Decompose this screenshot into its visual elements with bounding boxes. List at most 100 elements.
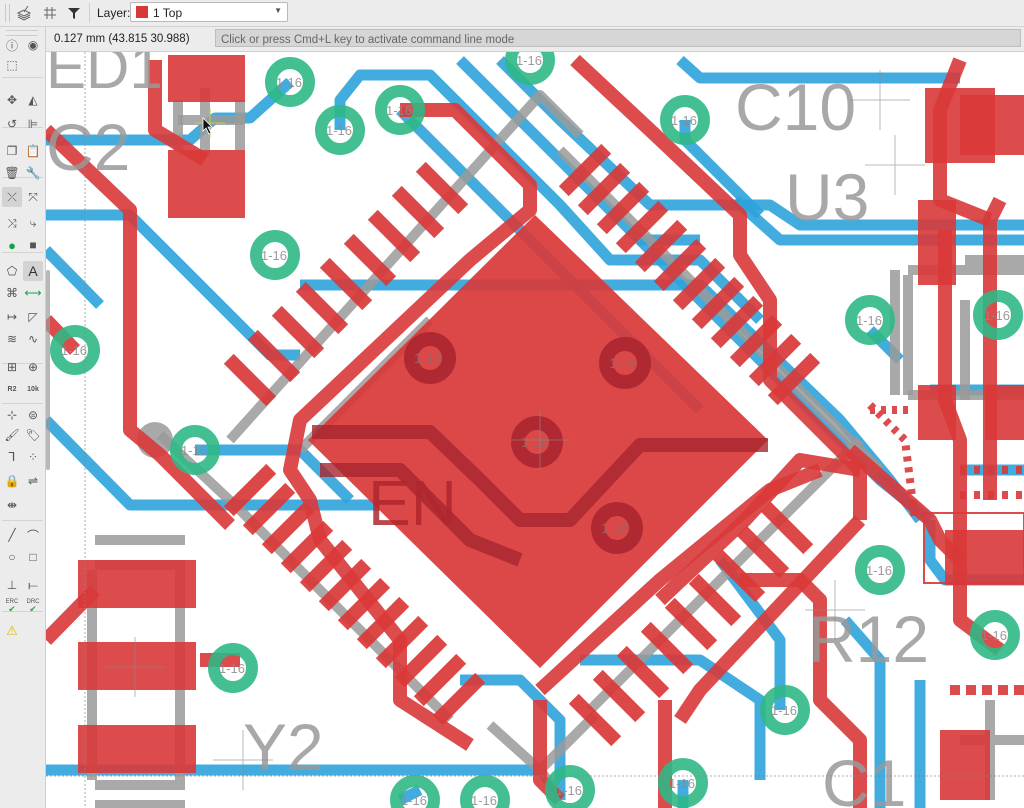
command-line[interactable] bbox=[215, 29, 1021, 48]
qfn-pad bbox=[653, 238, 707, 292]
align-icon[interactable]: ⊫ bbox=[27, 117, 39, 131]
via-label: 1-16 bbox=[414, 350, 442, 366]
sidebar-separator bbox=[2, 520, 43, 521]
origin-cross bbox=[510, 410, 570, 470]
via bbox=[375, 85, 425, 135]
errors-icon[interactable]: ⚠ bbox=[6, 623, 18, 638]
wire-icon[interactable]: ⟷ bbox=[24, 286, 42, 300]
meander-icon[interactable]: ⤷ bbox=[29, 215, 37, 230]
wrench-icon[interactable]: 🔧 bbox=[25, 166, 41, 180]
qfn-pad bbox=[672, 257, 726, 311]
via bbox=[545, 765, 595, 808]
layers-icon[interactable] bbox=[14, 3, 34, 23]
rectangle-icon[interactable]: □ bbox=[29, 550, 37, 564]
bottom-trace bbox=[46, 246, 104, 309]
paint-icon[interactable]: ⅂ bbox=[8, 450, 16, 464]
split-wire-icon[interactable]: ⇼ bbox=[6, 498, 18, 512]
circle-icon[interactable]: ○ bbox=[8, 550, 16, 564]
part-name-label: C10 bbox=[735, 70, 856, 144]
qfn-pad bbox=[767, 352, 821, 406]
tag-icon[interactable]: 🏷 bbox=[25, 428, 41, 442]
smash-icon[interactable]: ⊹ bbox=[6, 408, 18, 422]
split-icon[interactable]: ≋ bbox=[6, 332, 18, 346]
lock-icon[interactable]: 🔒 bbox=[4, 474, 20, 488]
mark-icon[interactable]: ⊥ bbox=[6, 578, 18, 592]
toolbar-grip[interactable] bbox=[5, 4, 10, 22]
line-icon[interactable]: ╱ bbox=[8, 528, 16, 542]
bottom-trace bbox=[397, 785, 423, 805]
qfn-pad bbox=[247, 329, 301, 383]
filter-icon[interactable] bbox=[64, 3, 84, 23]
layer-dropdown[interactable]: 1 Top ▼ bbox=[130, 2, 288, 22]
delete-icon[interactable]: 🗑 bbox=[4, 166, 20, 180]
part-name-label: C2 bbox=[46, 110, 130, 184]
replace-part-icon[interactable]: ⊕ bbox=[27, 360, 39, 374]
sidebar-separator bbox=[2, 403, 43, 404]
bottom-trace bbox=[840, 616, 886, 808]
paint-roller-icon[interactable]: 🖌 bbox=[4, 428, 20, 442]
via-label: 1-16 bbox=[609, 355, 637, 371]
qfn-pad bbox=[367, 209, 421, 263]
move-icon[interactable]: ✥ bbox=[6, 93, 18, 107]
qfn-pad bbox=[295, 281, 349, 335]
route-diff-icon[interactable]: ⤨ bbox=[7, 215, 17, 230]
via-label: 1-16 bbox=[219, 661, 245, 676]
value-icon[interactable]: 10k bbox=[27, 385, 39, 393]
name-icon[interactable]: R2 bbox=[7, 385, 17, 393]
qfn-pad bbox=[634, 219, 688, 273]
route-airwire-icon[interactable]: ⤫ bbox=[2, 187, 22, 207]
arc-icon[interactable]: ⌒ bbox=[26, 528, 39, 543]
smd-pad bbox=[78, 560, 196, 608]
smd-pad bbox=[168, 55, 245, 102]
drc-icon[interactable]: DRC✔ bbox=[26, 599, 40, 614]
qfn-pad bbox=[664, 597, 718, 651]
rotate-icon[interactable]: ↺ bbox=[6, 117, 18, 131]
sidebar-grip[interactable] bbox=[6, 30, 38, 36]
qfn-pad bbox=[760, 501, 814, 555]
pad-internal-trace bbox=[320, 463, 523, 567]
qfn-pad bbox=[337, 577, 391, 631]
vertical-scrollbar[interactable] bbox=[46, 270, 50, 470]
smd-pad bbox=[940, 730, 990, 800]
miter-icon[interactable]: ◸ bbox=[28, 310, 38, 324]
show-icon[interactable]: ◉ bbox=[27, 38, 39, 52]
via bbox=[970, 610, 1020, 660]
via-label: 1-16 bbox=[471, 793, 497, 808]
via-label: 1-16 bbox=[669, 776, 695, 791]
attribute-icon[interactable]: ↦ bbox=[6, 310, 18, 324]
copy-icon[interactable]: ❐ bbox=[6, 144, 18, 158]
qfn-pad bbox=[592, 669, 646, 723]
command-line-input[interactable] bbox=[216, 32, 1020, 48]
grid-icon[interactable] bbox=[40, 3, 60, 23]
via bbox=[505, 52, 555, 85]
hole-icon[interactable]: ■ bbox=[29, 238, 37, 252]
sidebar-separator bbox=[2, 252, 43, 253]
change-icon[interactable]: ⊜ bbox=[27, 408, 39, 422]
erc-icon[interactable]: ERC✔ bbox=[5, 599, 19, 614]
mirror-icon[interactable]: ◭ bbox=[28, 93, 38, 107]
via-label: 1-16 bbox=[984, 308, 1010, 323]
pinswap-icon[interactable]: ⇌ bbox=[27, 474, 39, 488]
part-name-label: U3 bbox=[785, 160, 869, 234]
add-part-icon[interactable]: ⊞ bbox=[6, 360, 18, 374]
paste-icon[interactable]: 📋 bbox=[25, 144, 41, 158]
ripup-icon[interactable]: ⤧ bbox=[28, 189, 38, 204]
info-icon[interactable]: ⓘ bbox=[5, 38, 18, 53]
via bbox=[460, 775, 510, 808]
polygon-icon[interactable]: ⬠ bbox=[6, 264, 18, 278]
optimize-icon[interactable]: ∿ bbox=[27, 332, 39, 346]
qfn-pad bbox=[736, 525, 790, 579]
text-icon[interactable]: A bbox=[23, 261, 43, 281]
qfn-pad bbox=[319, 257, 373, 311]
dimension-icon[interactable]: ⟝ bbox=[28, 577, 38, 592]
group-icon[interactable]: ⁘ bbox=[27, 450, 39, 464]
via-icon[interactable]: ● bbox=[8, 237, 16, 253]
select-area-icon[interactable]: ⬚ bbox=[6, 58, 18, 72]
qfn-pad bbox=[710, 295, 764, 349]
chevron-down-icon: ▼ bbox=[274, 6, 282, 15]
top-trace bbox=[674, 515, 866, 724]
ratsnest-icon[interactable]: ⌘ bbox=[6, 286, 18, 300]
origin-cross bbox=[805, 580, 865, 640]
